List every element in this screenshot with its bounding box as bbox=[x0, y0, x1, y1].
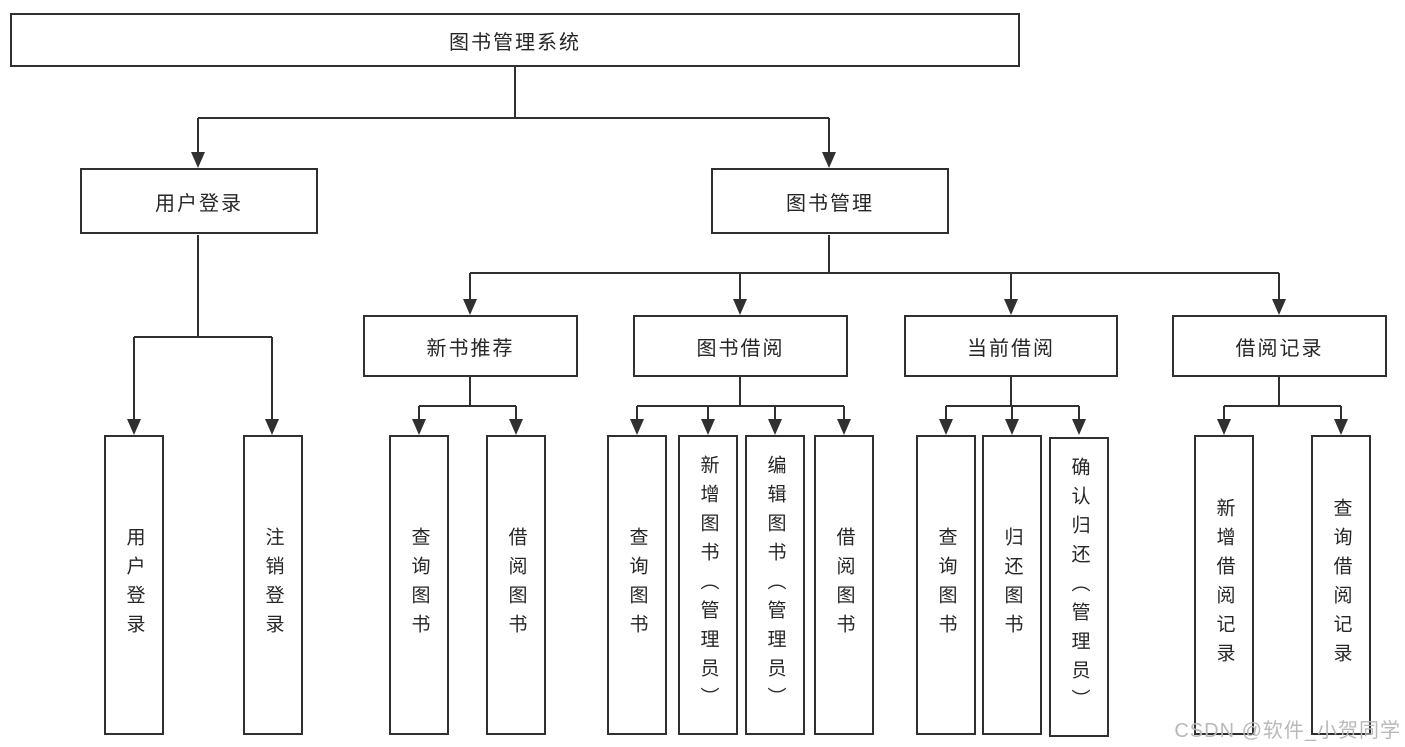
node-label: 查询图书 bbox=[408, 527, 430, 643]
node-book-borrowing: 图书借阅 bbox=[633, 315, 848, 377]
node-label: 新增图书（管理员） bbox=[697, 454, 719, 716]
node-label: 用户登录 bbox=[123, 527, 145, 643]
node-label: 注销登录 bbox=[262, 527, 284, 643]
node-leaf-query-books-current: 查询图书 bbox=[916, 435, 976, 735]
node-borrow-records: 借阅记录 bbox=[1172, 315, 1387, 377]
node-leaf-edit-book-admin: 编辑图书（管理员） bbox=[745, 435, 805, 735]
node-label: 确认归还（管理员） bbox=[1068, 456, 1090, 718]
node-leaf-borrow-books: 借阅图书 bbox=[814, 435, 874, 735]
arrowheads bbox=[127, 152, 1348, 435]
node-leaf-query-books-borrowing: 查询图书 bbox=[607, 435, 667, 735]
node-label: 借阅图书 bbox=[833, 527, 855, 643]
node-leaf-confirm-return-admin: 确认归还（管理员） bbox=[1049, 437, 1109, 737]
node-leaf-logout: 注销登录 bbox=[243, 435, 303, 735]
node-label: 查询图书 bbox=[935, 527, 957, 643]
node-label: 新增借阅记录 bbox=[1213, 498, 1235, 672]
node-leaf-borrow-books-recommend: 借阅图书 bbox=[486, 435, 546, 735]
node-label: 新书推荐 bbox=[426, 337, 515, 360]
node-leaf-query-books-recommend: 查询图书 bbox=[389, 435, 449, 735]
node-label: 图书借阅 bbox=[696, 337, 785, 360]
node-label: 用户登录 bbox=[155, 192, 243, 215]
node-label: 当前借阅 bbox=[967, 337, 1055, 360]
node-current-borrowing: 当前借阅 bbox=[904, 315, 1118, 377]
node-user-login: 用户登录 bbox=[80, 168, 318, 234]
node-label: 查询图书 bbox=[626, 527, 648, 643]
node-leaf-return-books: 归还图书 bbox=[982, 435, 1042, 735]
node-label: 借阅记录 bbox=[1235, 337, 1324, 360]
node-label: 借阅图书 bbox=[505, 527, 527, 643]
node-label: 查询借阅记录 bbox=[1330, 498, 1352, 672]
node-leaf-query-borrow-record: 查询借阅记录 bbox=[1311, 435, 1371, 735]
node-leaf-add-borrow-record: 新增借阅记录 bbox=[1194, 435, 1254, 735]
node-leaf-user-login: 用户登录 bbox=[104, 435, 164, 735]
csdn-watermark: CSDN @软件_小贺同学 bbox=[1174, 720, 1401, 742]
node-label: 编辑图书（管理员） bbox=[764, 454, 786, 716]
node-leaf-add-book-admin: 新增图书（管理员） bbox=[678, 435, 738, 735]
node-library-management-system: 图书管理系统 bbox=[10, 13, 1020, 67]
node-label: 归还图书 bbox=[1001, 527, 1023, 643]
node-new-book-recommendation: 新书推荐 bbox=[363, 315, 578, 377]
node-book-management: 图书管理 bbox=[711, 168, 949, 234]
node-label: 图书管理 bbox=[786, 192, 874, 215]
connector-paths bbox=[133, 67, 1342, 421]
node-label: 图书管理系统 bbox=[449, 31, 581, 54]
